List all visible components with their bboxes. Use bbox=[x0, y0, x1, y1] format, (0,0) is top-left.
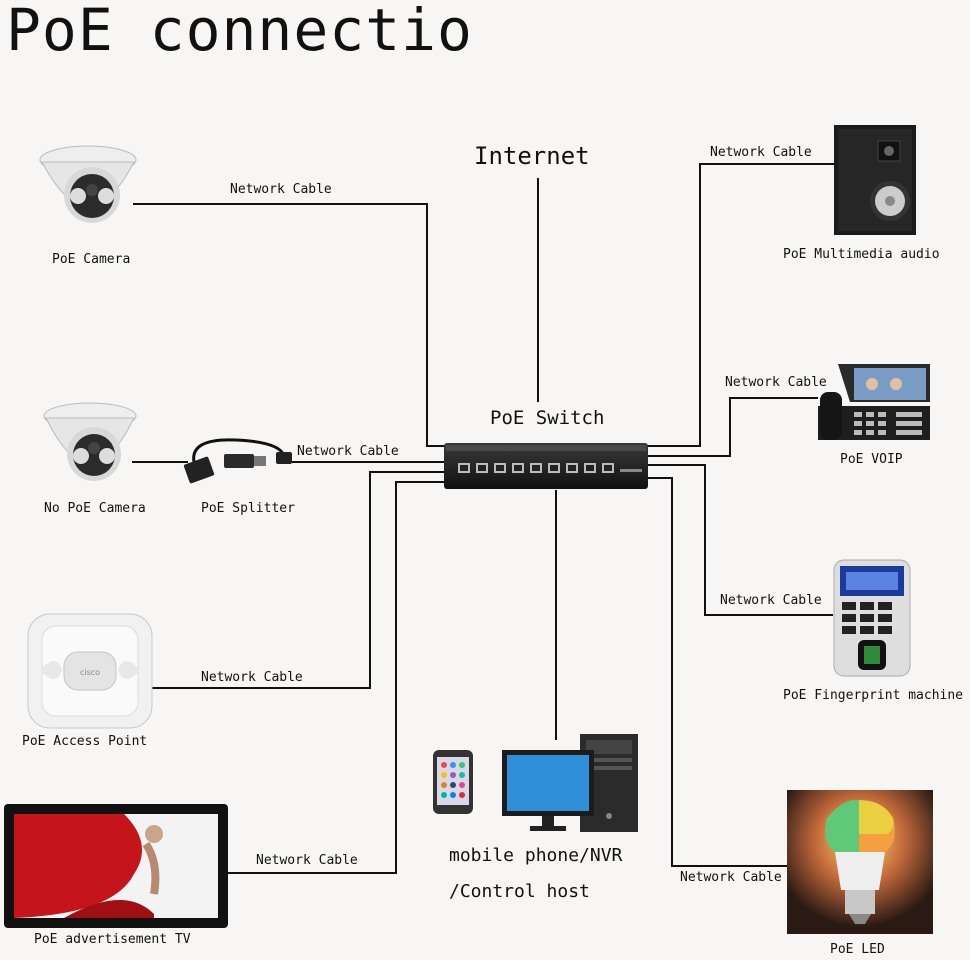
no-poe-camera-label: No PoE Camera bbox=[44, 501, 146, 516]
internet-label: Internet bbox=[474, 142, 590, 170]
cable-label-fingerprint: Network Cable bbox=[720, 593, 822, 608]
switch-label: PoE Switch bbox=[490, 407, 605, 429]
cable-label-ap: Network Cable bbox=[201, 670, 303, 685]
camera-line bbox=[133, 203, 447, 447]
fingerprint-label: PoE Fingerprint machine bbox=[783, 688, 964, 703]
poe-switch-image bbox=[444, 443, 648, 489]
splitter-label: PoE Splitter bbox=[201, 501, 295, 516]
cable-label-audio: Network Cable bbox=[710, 145, 812, 160]
nvr-control-host-image bbox=[502, 734, 638, 832]
advertisement-tv-image bbox=[4, 804, 228, 928]
ap-line bbox=[150, 471, 447, 689]
page-title: PoE connectio bbox=[6, 0, 473, 64]
tv-label: PoE advertisement TV bbox=[34, 932, 191, 947]
cable-label-voip: Network Cable bbox=[725, 375, 827, 390]
audio-label: PoE Multimedia audio bbox=[783, 247, 940, 262]
mobile-phone-image bbox=[433, 750, 473, 814]
poe-camera-image bbox=[39, 145, 137, 223]
voip-phone-image bbox=[818, 364, 930, 440]
tv-line bbox=[228, 481, 447, 874]
camera-label: PoE Camera bbox=[52, 252, 131, 267]
fingerprint-line bbox=[645, 464, 833, 616]
voip-line bbox=[645, 397, 818, 457]
voip-label: PoE VOIP bbox=[840, 452, 903, 467]
cable-label-led: Network Cable bbox=[680, 870, 782, 885]
audio-line bbox=[624, 163, 836, 447]
nvr-label-line1: mobile phone/NVR bbox=[449, 845, 623, 866]
led-line bbox=[645, 477, 788, 867]
svg-text:cisco: cisco bbox=[80, 668, 100, 677]
fingerprint-machine-image bbox=[833, 559, 911, 677]
cable-label-tv: Network Cable bbox=[256, 853, 358, 868]
poe-splitter-image bbox=[183, 438, 292, 484]
led-bulb-image bbox=[787, 790, 933, 934]
no-poe-camera-image bbox=[43, 402, 137, 481]
led-label: PoE LED bbox=[830, 942, 885, 957]
nvr-label-line2: /Control host bbox=[449, 881, 590, 902]
multimedia-speaker-image bbox=[834, 125, 916, 235]
cable-label-camera: Network Cable bbox=[230, 182, 332, 197]
access-point-label: PoE Access Point bbox=[22, 734, 148, 749]
access-point-image: cisco bbox=[27, 613, 153, 729]
cable-label-splitter: Network Cable bbox=[297, 444, 399, 459]
